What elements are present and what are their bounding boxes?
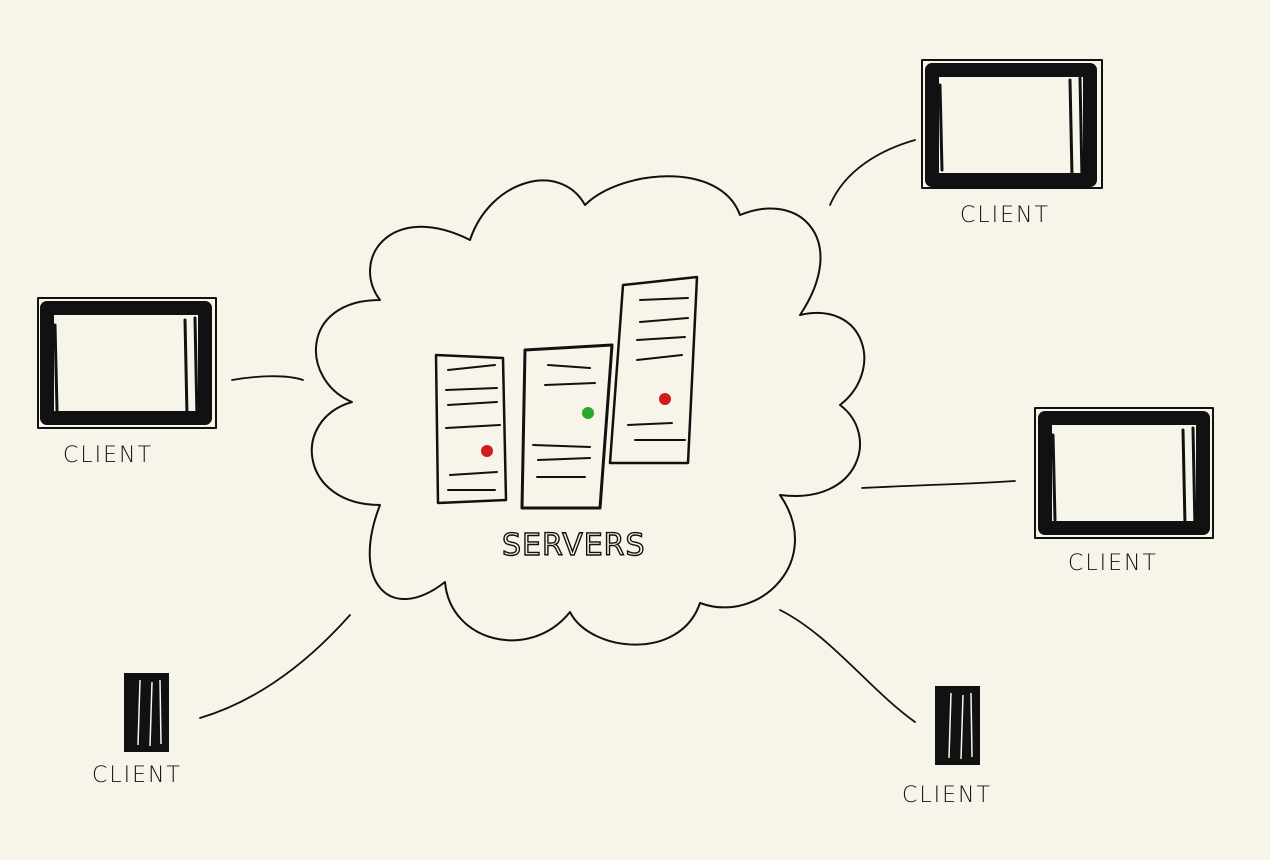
server-status-light-green [582, 407, 594, 419]
client-label: CLIENT [1068, 551, 1158, 576]
client-monitor-right: CLIENT [1034, 407, 1214, 576]
client-label: CLIENT [902, 783, 992, 808]
cloud-shape [310, 175, 866, 646]
server-status-light-red [659, 393, 671, 405]
connection-lines [199, 139, 1016, 723]
client-monitor-left: CLIENT [37, 297, 217, 468]
server-2 [520, 343, 614, 510]
connection-bottom-right-client [779, 609, 916, 723]
client-label: CLIENT [63, 443, 153, 468]
client-label: CLIENT [92, 763, 182, 788]
servers-label: SERVERS [502, 528, 646, 563]
client-label: CLIENT [960, 203, 1050, 228]
connection-bottom-left-client [199, 614, 351, 719]
connection-right-client [861, 480, 1016, 489]
connection-top-right-client [829, 139, 916, 206]
server-1 [434, 353, 508, 505]
server-status-light-red [481, 445, 493, 457]
server-3 [608, 275, 699, 465]
client-tower-bottom-right: CLIENT [902, 686, 992, 808]
client-tower-bottom-left: CLIENT [92, 673, 182, 788]
connection-left-client [231, 375, 304, 381]
client-monitor-top-right: CLIENT [921, 59, 1103, 228]
